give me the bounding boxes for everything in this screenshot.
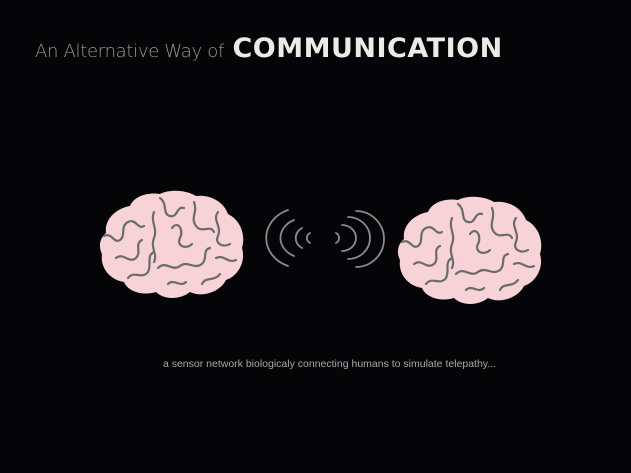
brain-icon — [396, 195, 543, 306]
slide-title: An Alternative Way of COMMUNICATION — [35, 33, 503, 64]
signal-waves-icon — [265, 209, 385, 268]
brain-icon — [98, 189, 245, 300]
title-main: COMMUNICATION — [232, 33, 503, 64]
title-prefix: An Alternative Way of — [35, 41, 225, 62]
slide-caption: a sensor network biologicaly connecting … — [162, 358, 497, 370]
